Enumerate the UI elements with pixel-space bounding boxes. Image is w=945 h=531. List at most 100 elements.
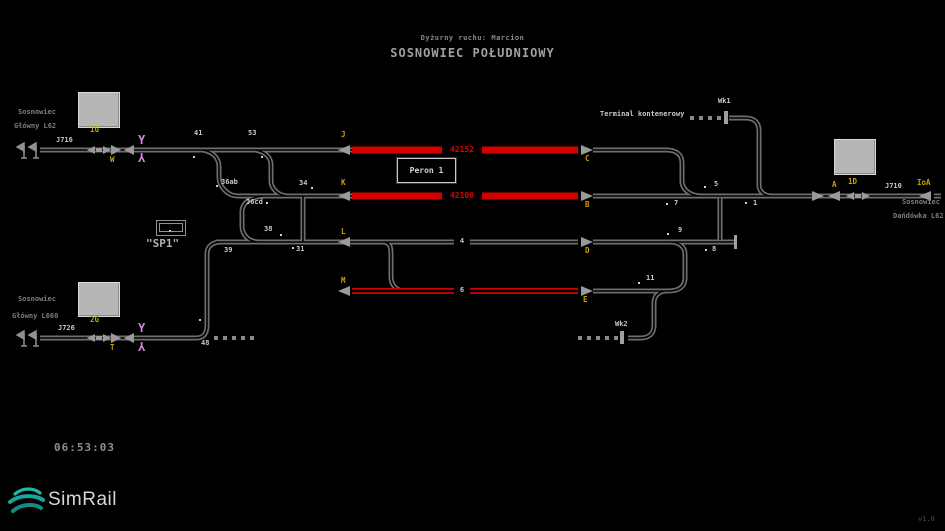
signal-arrow-l[interactable] [338,237,350,247]
switch-dot[interactable] [745,202,747,204]
switch-dot[interactable] [266,202,268,204]
signal-arrow-w[interactable] [111,145,121,155]
block-indicator-right-right-arrow[interactable] [862,192,870,200]
signal-label-t: T [110,343,115,352]
station-bottom-left-line1: Sosnowiec [18,295,56,303]
track4-gap [454,237,470,247]
block-indicator-bottom-right-arrow[interactable] [103,334,111,342]
signal-label-d: D [585,246,590,255]
switch-31: 31 [296,245,305,253]
signal-arrow-right-out[interactable] [812,191,824,201]
switch-dots [193,156,747,321]
sp1-box-dot [169,230,171,232]
signal-arrow-ioa[interactable] [919,191,931,201]
route-symbol-bottom-upper: Y [138,321,146,335]
train1-gap [442,145,482,155]
block-indicator-top-left-arrow[interactable] [87,146,95,154]
route-symbol-bottom-lower: Y [138,339,146,353]
signal-arrow-b[interactable] [581,191,593,201]
station-right-line1: Sosnowiec [902,198,940,206]
switch-dot[interactable] [280,234,282,236]
signal-arrow-j[interactable] [338,145,350,155]
switch-36cd: 36cd [246,198,263,206]
indicator-1g: 1G [90,125,100,134]
signal-arrow-m[interactable] [338,286,350,296]
switch-dot[interactable] [667,233,669,235]
clock: 06:53:03 [54,441,115,454]
signal-arrow-c[interactable] [581,145,593,155]
signal-label-b: B [585,200,590,209]
signal-arrow-k[interactable] [338,191,350,201]
semaphore-icon[interactable] [27,141,39,159]
signal-label-m: M [341,276,346,285]
dashed-tracks [214,116,722,340]
station-right-line2: Dańdówka L62 [893,212,944,220]
entry-arrow-top[interactable] [124,145,134,155]
track6-gap [454,286,470,296]
signal-label-c: C [585,154,590,163]
switch-dot[interactable] [216,185,218,187]
station-top-left-line1: Sosnowiec [18,108,56,116]
signal-label-k: K [341,178,346,187]
simrail-logo-icon [8,487,45,513]
signal-label-a: A [832,180,837,189]
semaphore-icon[interactable] [15,329,27,347]
switch-dot[interactable] [311,187,313,189]
peron-box: Peron 1 [396,157,457,184]
indicator-1d: 1D [848,177,858,186]
block-indicator-top-bar[interactable] [96,148,102,152]
wk2-label: Wk2 [615,320,628,328]
signal-arrow-a[interactable] [828,191,840,201]
signal-arrow-d[interactable] [581,237,593,247]
switch-dot[interactable] [704,186,706,188]
switch-41: 41 [194,129,203,137]
signal-arrow-t[interactable] [111,333,121,343]
block-indicator-top-right-arrow[interactable] [103,146,111,154]
route-symbol-top-upper: Y [138,133,146,147]
switch-dot[interactable] [193,156,195,158]
signal-label-w: W [110,155,115,164]
wk2-bar[interactable] [620,331,624,344]
station-top-left-line2: Główny L62 [14,122,57,130]
sp1-label: "SP1" [146,237,180,250]
switch-dot[interactable] [638,282,640,284]
switch-8: 8 [712,245,717,253]
switch-dot[interactable] [292,247,294,249]
switch-dot[interactable] [705,249,707,251]
track-label-j710: J710 [885,182,902,190]
gray-tracks-centerline [40,117,941,339]
block-indicator-bottom-bar[interactable] [96,336,102,340]
version-text: v1.0 [918,515,935,523]
switch-dot[interactable] [261,156,263,158]
semaphore-icon[interactable] [15,141,27,159]
station-bottom-left-line2: Główny L660 [12,312,59,320]
semaphore-icon[interactable] [27,329,39,347]
train-description-box-1g[interactable] [78,92,120,128]
train2-gap [442,191,482,201]
sp1-box-inner [159,223,183,232]
signal-arrow-e[interactable] [581,286,593,296]
switch-39: 39 [224,246,233,254]
sp1-box[interactable] [156,220,186,236]
switch-dot[interactable] [199,319,201,321]
peron-label: Peron 1 [409,166,444,175]
switch-dot[interactable] [666,203,668,205]
train-description-box-2g[interactable] [78,282,120,317]
train-number-track1: 42152 [449,145,475,154]
wk1-bar[interactable] [724,111,728,124]
signal-arrows [87,145,931,343]
entry-arrow-bottom[interactable] [124,333,134,343]
block-indicator-right-left-arrow[interactable] [846,192,854,200]
train-description-box-1d[interactable] [834,139,876,175]
switch-36ab: 36ab [221,178,238,186]
switch-38: 38 [264,225,273,233]
block-indicator-right-bar[interactable] [855,194,861,198]
switch-1: 1 [753,199,758,207]
block-indicator-bottom-left-arrow[interactable] [87,334,95,342]
route-symbol-top-lower: Y [138,150,146,164]
switch-11: 11 [646,274,655,282]
switch-53: 53 [248,129,257,137]
station-title: SOSNOWIEC POŁUDNIOWY [390,46,555,60]
buffer-stop-d [734,235,737,249]
